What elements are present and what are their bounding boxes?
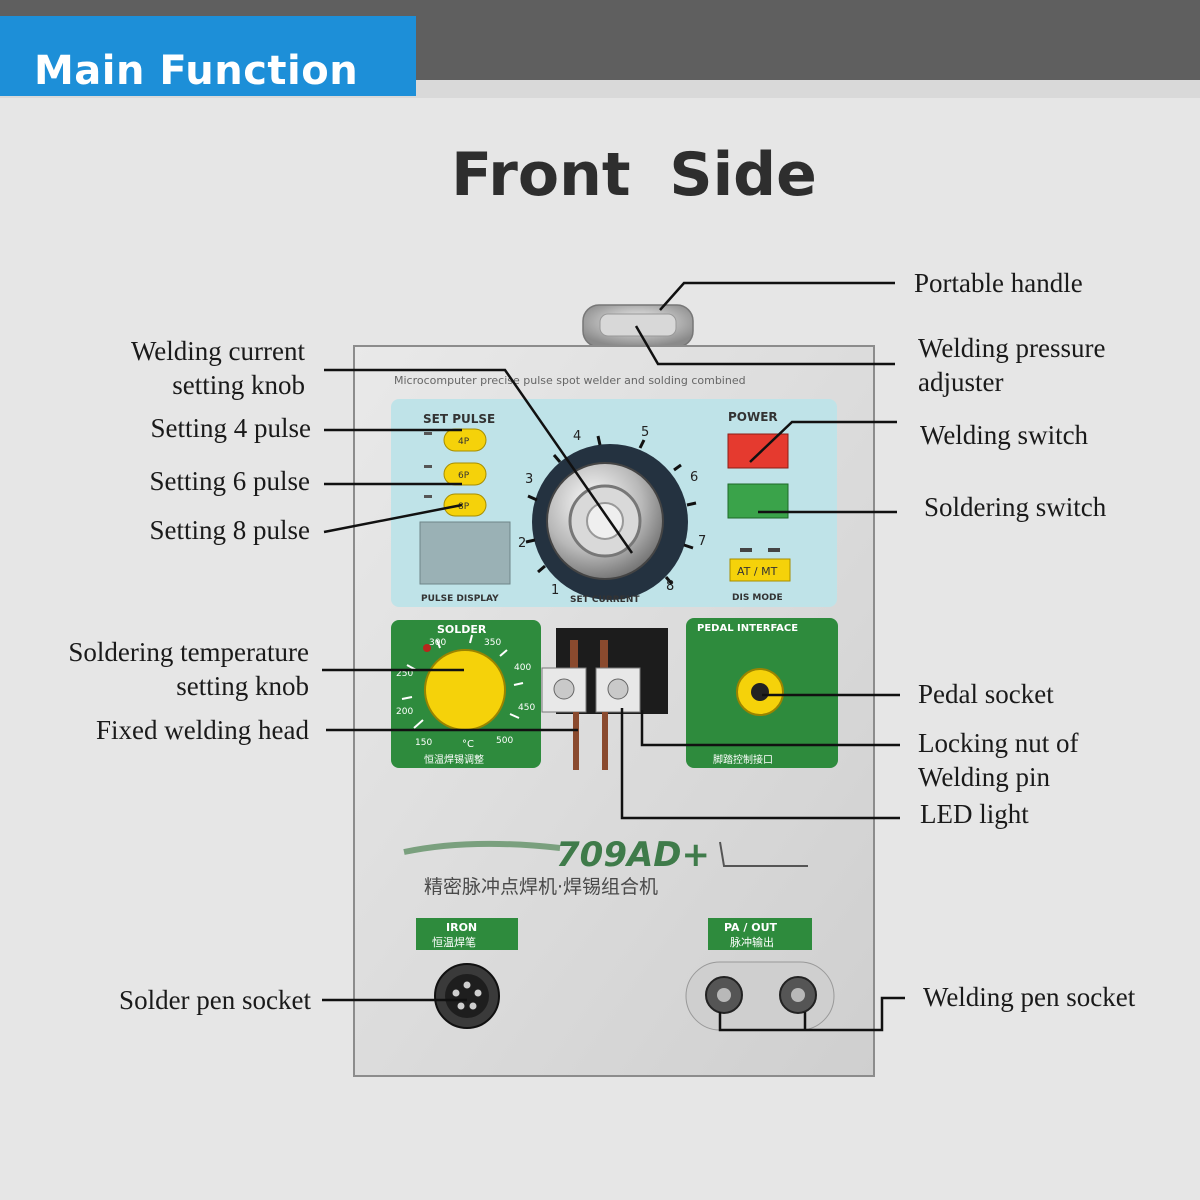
fixed-welding-head [541, 628, 668, 770]
pulse-6-button[interactable]: 6P [424, 462, 487, 486]
leader-current-knob [324, 368, 634, 554]
callout-solder-pen-socket: Solder pen socket [119, 985, 311, 1015]
at-mt-button[interactable] [729, 558, 791, 582]
pedal-interface-label: PEDAL INTERFACE [697, 623, 798, 634]
solder-scale-500: 500 [496, 736, 513, 746]
solder-scale-200: 200 [396, 707, 413, 717]
iron-sublabel: 恒温焊笔 [432, 935, 476, 949]
pulse-4-button[interactable]: 4P [424, 428, 487, 452]
callout-current-knob-line1: Welding current [130, 336, 305, 366]
solder-unit: °C [462, 739, 474, 750]
model-underline [719, 841, 808, 867]
welding-pen-socket-right-pin [791, 988, 805, 1002]
panel-top-caption: Microcomputer precise pulse spot welder … [394, 374, 746, 387]
pulse-display-label: PULSE DISPLAY [421, 594, 499, 604]
pulse-display [419, 521, 511, 585]
callout-fixed-welding-head: Fixed welding head [96, 715, 309, 745]
leader-welding-pen-socket [718, 996, 905, 1032]
solder-indicator-led [423, 644, 431, 652]
welding-pen-socket-left-pin [717, 988, 731, 1002]
dial-number-3: 3 [525, 472, 533, 487]
leader-setting-8 [323, 503, 463, 534]
welding-switch[interactable] [727, 433, 789, 469]
dial-number-6: 6 [690, 470, 698, 485]
callout-solder-temp-line2: setting knob [176, 671, 309, 701]
callout-setting-8-pulse: Setting 8 pulse [149, 515, 311, 545]
solder-pen-socket[interactable] [434, 963, 500, 1029]
solder-label: SOLDER [437, 623, 487, 636]
callout-setting-6-pulse: Setting 6 pulse [149, 466, 311, 496]
at-mt-label: AT / MT [737, 565, 778, 578]
solder-scale-300: 300 [429, 638, 446, 648]
dial-number-2: 2 [518, 536, 526, 551]
callout-pressure-adjuster-line2: adjuster [918, 367, 1004, 397]
callout-led-light: LED light [920, 799, 1029, 829]
solder-scale [401, 634, 524, 729]
callout-locking-nut-line2: Welding pin [918, 762, 1051, 792]
pa-out-label: PA / OUT [724, 921, 778, 934]
callout-locking-nut-line1: Locking nut of [918, 728, 1079, 758]
solder-scale-350: 350 [484, 638, 501, 648]
power-label: POWER [728, 410, 778, 424]
dial-number-4: 4 [573, 429, 581, 444]
dial-ticks [525, 435, 697, 585]
pedal-socket-hole [751, 683, 769, 701]
leader-portable-handle [659, 281, 895, 311]
set-current-label: SET CURRENT [570, 595, 640, 605]
pa-out-sublabel: 脉冲输出 [730, 935, 774, 949]
soldering-temperature-knob[interactable] [424, 649, 506, 731]
dis-mode-label: DIS MODE [732, 593, 783, 603]
pa-out-label-box [708, 918, 812, 950]
solder-scale-400: 400 [514, 663, 531, 673]
callout-portable-handle: Portable handle [914, 268, 1083, 298]
portable-handle [582, 304, 694, 348]
solder-scale-450: 450 [518, 703, 535, 713]
dial-number-8: 8 [666, 579, 674, 594]
leader-led-light [620, 708, 900, 820]
leader-pressure-adjuster [634, 325, 895, 366]
leader-welding-switch [749, 420, 897, 463]
model-swoosh [403, 840, 561, 855]
dial-number-1: 1 [551, 583, 559, 598]
callout-pressure-adjuster-line1: Welding pressure [918, 333, 1106, 363]
model-subtitle: 精密脉冲点焊机·焊锡组合机 [424, 876, 658, 898]
pulse-8-button[interactable]: 8P [424, 493, 487, 517]
solder-scale-250: 250 [396, 669, 413, 679]
callout-solder-temp-line1: Soldering temperature [68, 637, 309, 667]
dial-number-5: 5 [641, 425, 649, 440]
callout-pedal-socket: Pedal socket [918, 679, 1054, 709]
iron-label-box [416, 918, 518, 950]
page-title: Front Side [451, 140, 817, 210]
model-name: 709AD+ [556, 835, 710, 875]
solder-scale-150: 150 [415, 738, 432, 748]
iron-label: IRON [446, 921, 477, 934]
solder-caption: 恒温焊锡调整 [424, 753, 484, 766]
dial-number-7: 7 [698, 534, 706, 549]
callout-welding-switch: Welding switch [920, 420, 1089, 450]
pedal-caption: 脚踏控制接口 [713, 753, 773, 766]
btn-4p-label: 4P [458, 437, 470, 447]
leader-locking-nut [640, 710, 900, 747]
banner-label: Main Function [34, 48, 359, 94]
callout-setting-4-pulse: Setting 4 pulse [150, 413, 312, 443]
mode-led-2 [768, 548, 780, 552]
btn-6p-label: 6P [458, 471, 470, 481]
callout-current-knob-line2: setting knob [172, 370, 305, 400]
main-function-banner: Main Function [0, 16, 416, 96]
callout-welding-pen-socket: Welding pen socket [923, 982, 1136, 1012]
mode-led-1 [740, 548, 752, 552]
btn-8p-label: 8P [458, 502, 470, 512]
callout-soldering-switch: Soldering switch [924, 492, 1107, 522]
leader-lines [322, 281, 905, 1032]
set-pulse-label: SET PULSE [423, 412, 495, 426]
